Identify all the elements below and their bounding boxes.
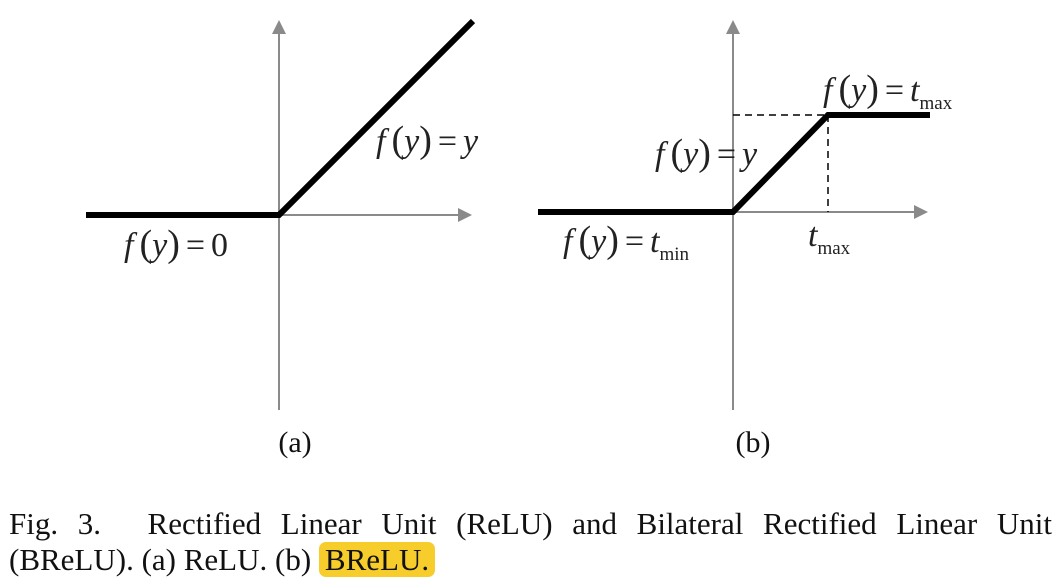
caption-highlight: BReLU. — [318, 542, 436, 577]
tmax-tick-label: tmax — [808, 217, 851, 259]
panel-a: f(y)=y f(y)=0 (a) — [86, 18, 479, 459]
panel-b: f(y)=tmax f(y)=y f(y)=tmin tmax (b) — [538, 20, 953, 459]
figure-caption: Fig. 3. Rectified Linear Unit (ReLU) and… — [9, 506, 1052, 578]
relu-positive-equation: f(y)=y — [376, 119, 479, 161]
caption-text: Fig. 3. Rectified Linear Unit (ReLU) and… — [9, 506, 1052, 577]
panel-a-label: (a) — [278, 426, 311, 459]
brelu-upper-equation: f(y)=tmax — [823, 68, 953, 114]
panel-b-label: (b) — [736, 426, 771, 459]
brelu-curve — [538, 112, 930, 215]
relu-zero-equation: f(y)=0 — [124, 223, 228, 265]
figure-canvas: f(y)=y f(y)=0 (a) f(y)=tmax f(y)=y f(y)=… — [86, 18, 953, 459]
brelu-linear-equation: f(y)=y — [655, 132, 758, 174]
relu-curve — [86, 18, 476, 218]
brelu-lower-equation: f(y)=tmin — [563, 219, 690, 265]
